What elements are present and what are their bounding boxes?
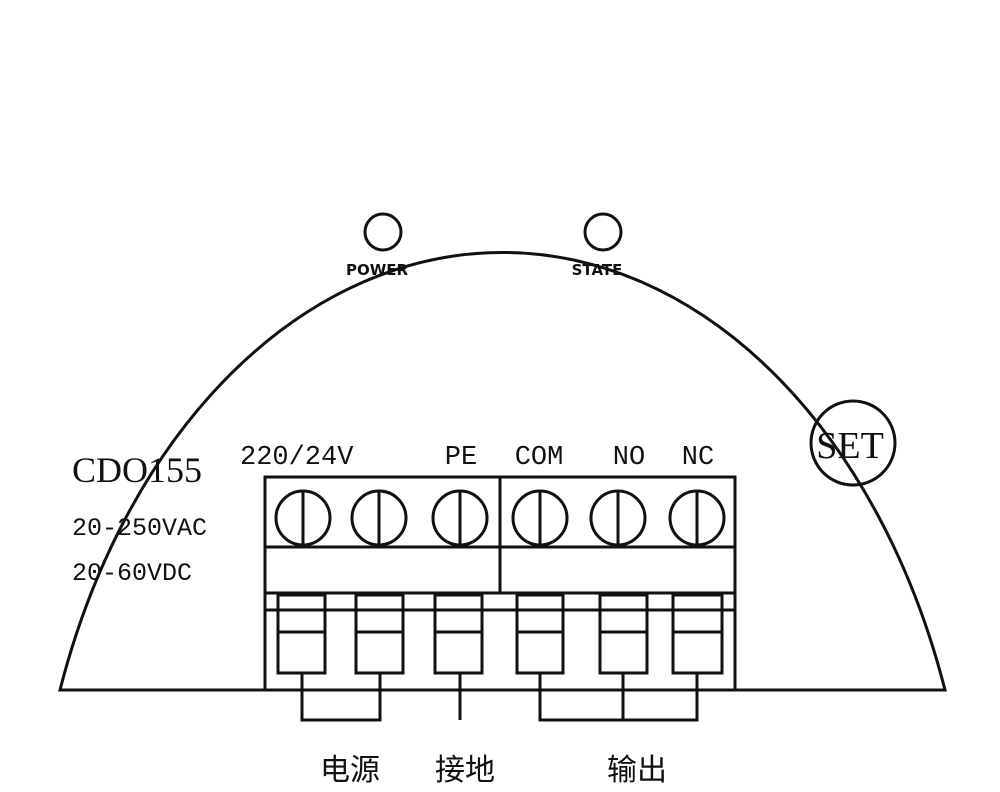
terminal-plug	[598, 593, 649, 675]
terminal-screw[interactable]	[274, 489, 332, 547]
set-button[interactable]: SET	[809, 399, 897, 487]
terminal-block	[263, 475, 737, 692]
terminal-screw[interactable]	[350, 489, 408, 547]
terminal-plug	[433, 593, 484, 675]
terminal-label-no: NO	[613, 443, 645, 473]
terminal-plug	[671, 593, 724, 675]
state-led	[583, 212, 623, 252]
wiring	[300, 673, 699, 722]
terminal-plug	[515, 593, 565, 675]
model-name: CDO155	[72, 450, 202, 490]
terminal-screw[interactable]	[589, 489, 647, 547]
set-label: SET	[816, 425, 884, 467]
terminal-label-power: 220/24V	[240, 443, 354, 473]
terminal-screw[interactable]	[668, 489, 726, 547]
terminal-screw[interactable]	[511, 489, 569, 547]
terminal-screw[interactable]	[431, 489, 489, 547]
terminal-label-pe: PE	[445, 443, 477, 473]
terminal-plug	[354, 593, 405, 675]
terminal-plug	[276, 593, 327, 675]
power-label: POWER	[346, 261, 409, 279]
dc-range: 20-60VDC	[72, 559, 192, 588]
ac-range: 20-250VAC	[72, 514, 207, 543]
group-label-power: 电源	[320, 753, 380, 788]
group-label-output: 输出	[607, 753, 667, 788]
state-label: STATE	[572, 261, 623, 279]
terminal-label-com: COM	[515, 443, 564, 473]
terminal-label-nc: NC	[682, 443, 714, 473]
group-label-ground: 接地	[435, 753, 495, 788]
power-led	[363, 212, 403, 252]
